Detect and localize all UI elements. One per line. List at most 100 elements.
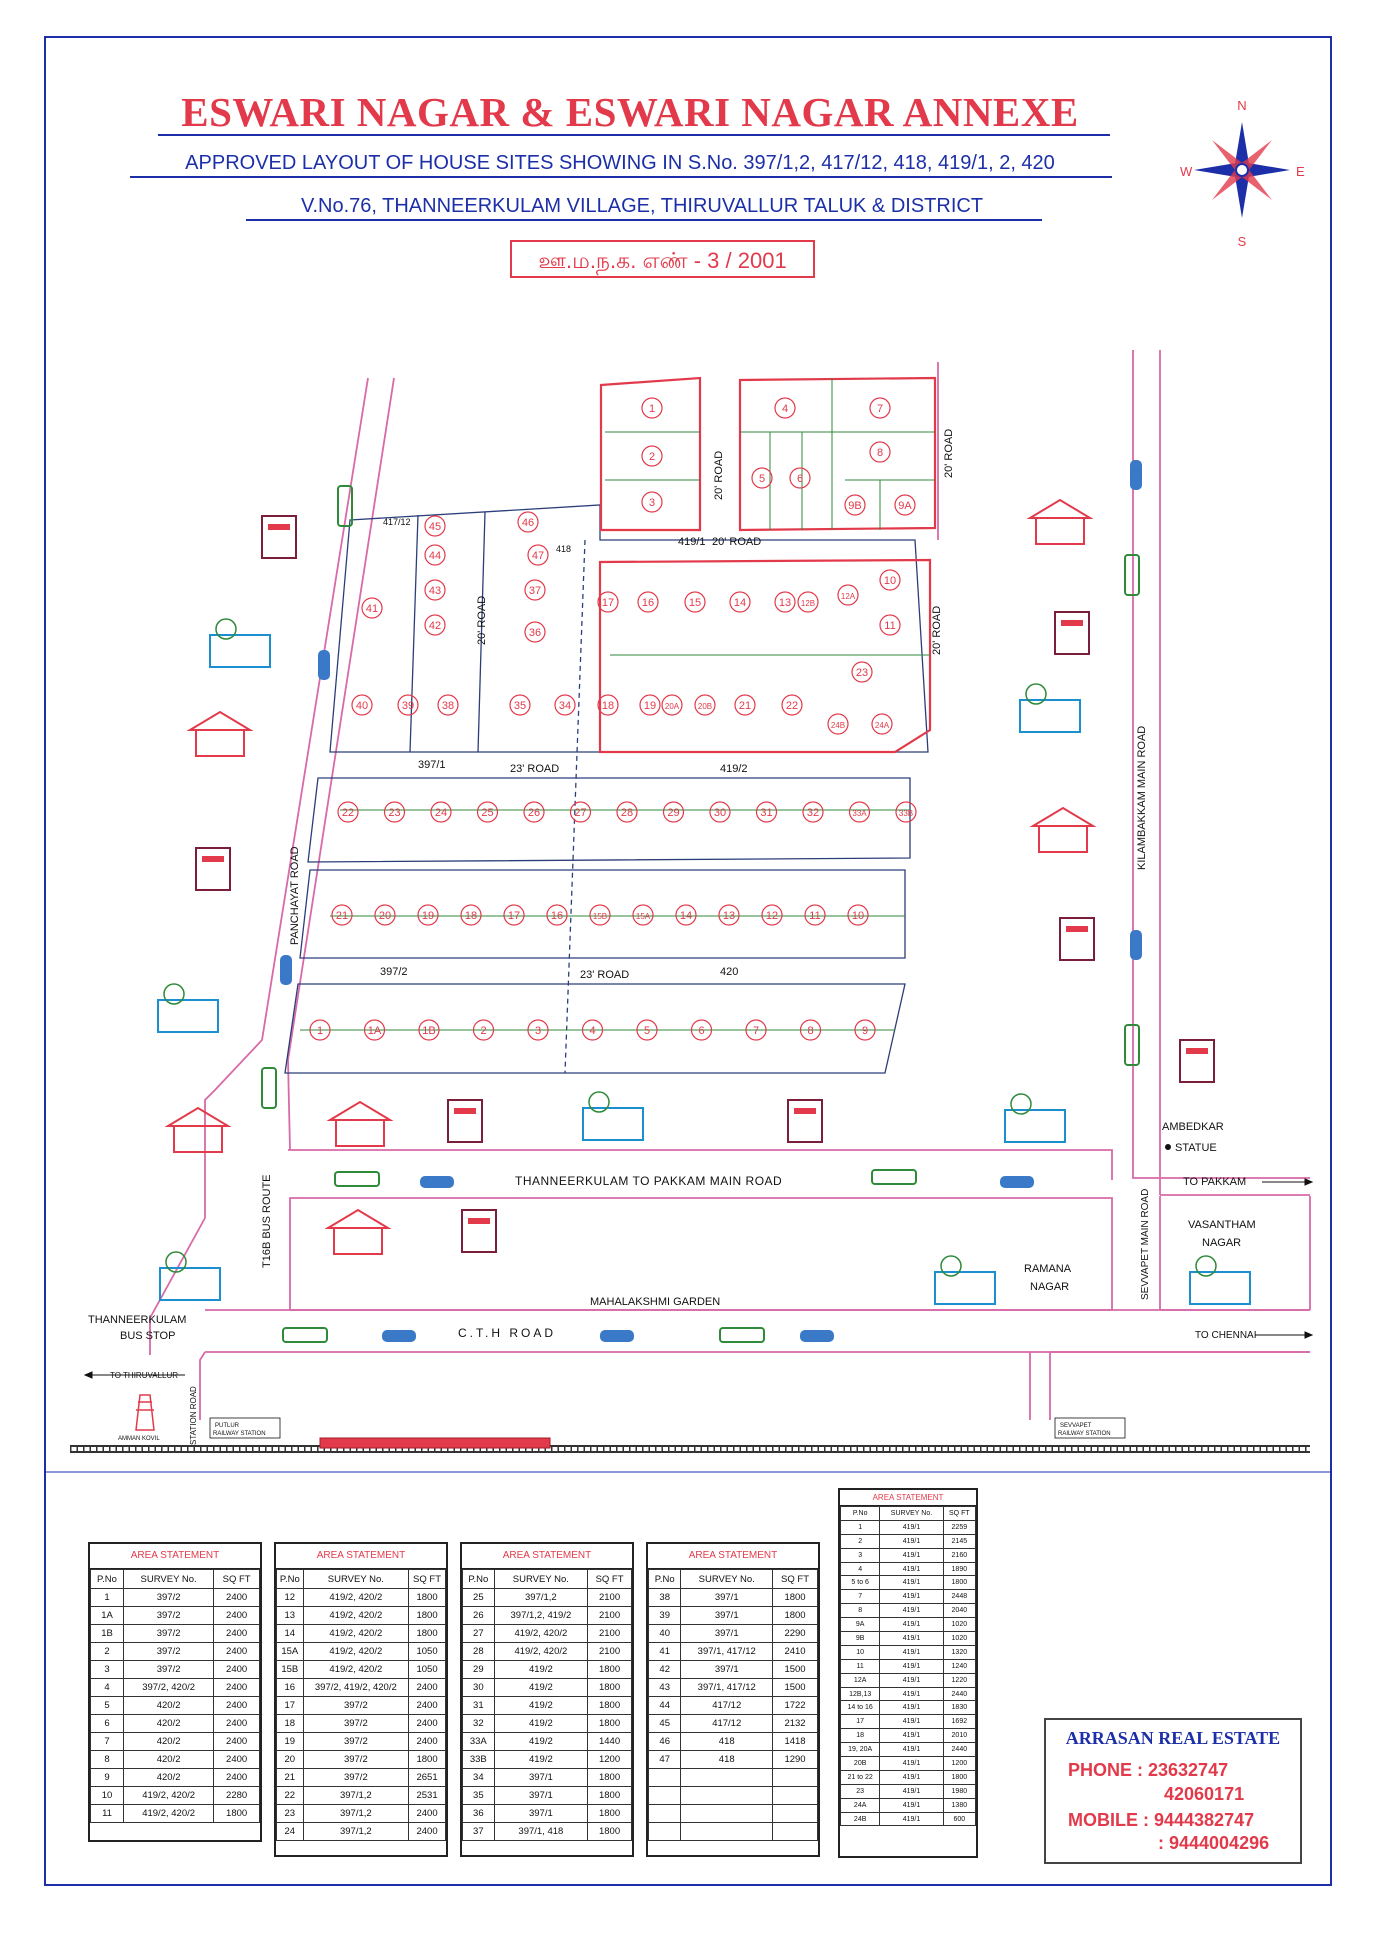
car-icon	[1000, 1176, 1034, 1188]
apartment-icon	[268, 524, 290, 530]
plot-number-circle	[509, 694, 531, 716]
plot-number-circle	[854, 1019, 876, 1041]
table-cell: 24	[276, 1822, 304, 1841]
table-cell: 6	[90, 1714, 124, 1733]
plot-number-circle	[476, 801, 499, 823]
table-cell: 1380	[942, 1797, 977, 1813]
table-cell: 419/2, 420/2	[302, 1660, 410, 1679]
table-header-cell: P.No	[276, 1569, 304, 1589]
table-cell: 2651	[408, 1768, 446, 1787]
agency-mobile-2: : 9444004296	[1158, 1833, 1270, 1853]
table-cell: 397/1,2, 419/2	[493, 1606, 589, 1625]
plot-number: 24	[435, 807, 447, 819]
road-label-kilambakkam: KILAMBAKKAM MAIN ROAD	[1136, 726, 1148, 870]
table-cell: 21	[276, 1768, 304, 1787]
table-cell: 397/2	[122, 1642, 215, 1661]
plot-number: 13	[779, 597, 791, 609]
plot-number-circle	[745, 1019, 767, 1041]
plot-number: 23	[856, 667, 868, 679]
plot-number: 17	[602, 597, 614, 609]
table-cell: 419/1	[879, 1728, 944, 1744]
table-cell: 20B	[839, 1756, 881, 1771]
table-cell: 42	[647, 1660, 682, 1679]
agency-mobile: MOBILE : 9444382747	[1068, 1810, 1255, 1830]
table-cell: 2280	[213, 1786, 260, 1805]
building-icon	[209, 634, 271, 668]
table-cell: 420/2	[122, 1714, 215, 1733]
tree-icon	[588, 1091, 610, 1113]
table-cell: 1800	[213, 1804, 260, 1823]
building-icon	[1019, 699, 1081, 733]
plot-number-circle	[589, 904, 611, 926]
table-cell	[772, 1822, 818, 1841]
table-cell: 397/1	[680, 1588, 774, 1607]
table-cell: 419/2, 420/2	[122, 1804, 215, 1823]
road-label-station: STATION ROAD	[189, 1386, 198, 1445]
table-cell: 2400	[213, 1750, 260, 1769]
plot-number: 17	[508, 910, 520, 922]
landmark-amman-kovil: AMMAN KOVIL	[118, 1436, 160, 1442]
table-cell: 13	[276, 1606, 304, 1625]
plot-number: 2	[649, 451, 655, 463]
plot-number-circle	[430, 801, 452, 823]
plot-number-circle	[684, 591, 706, 613]
plot-number-circle	[460, 904, 482, 926]
table-cell: 1800	[587, 1714, 632, 1733]
table-cell: 2440	[942, 1686, 977, 1702]
table-cell: 2400	[213, 1624, 260, 1643]
car-icon	[280, 955, 292, 985]
table-cell: 17	[839, 1714, 881, 1730]
house-icon	[326, 1100, 394, 1121]
table-cell: 419/1	[879, 1742, 944, 1758]
table-cell: 2040	[942, 1603, 977, 1619]
table-cell: 1020	[942, 1617, 977, 1633]
table-cell	[680, 1786, 774, 1805]
landmark-ramana: RAMANA	[1024, 1263, 1072, 1275]
plot-number-circle	[351, 694, 373, 716]
table-header-cell: SQ FT	[942, 1506, 977, 1521]
table-cell: 46	[647, 1732, 682, 1751]
table-cell: 3	[90, 1660, 124, 1679]
plot-number-circle	[636, 1019, 658, 1041]
plot-number: 31	[760, 807, 772, 819]
table-cell: 420/2	[122, 1696, 215, 1715]
table-cell: 419/1	[879, 1603, 944, 1619]
car-icon	[600, 1330, 634, 1342]
table-cell: 7	[90, 1732, 124, 1751]
table-cell: 1	[839, 1519, 881, 1535]
plot-number-circle	[527, 1019, 549, 1041]
table-cell: 397/1, 417/12	[680, 1678, 774, 1697]
table-cell: 1020	[942, 1631, 977, 1646]
plot-number-circle	[837, 584, 859, 606]
table-header-cell: SQ FT	[772, 1569, 818, 1589]
table-cell: 41	[647, 1642, 682, 1661]
layout-subtitle: APPROVED LAYOUT OF HOUSE SITES SHOWING I…	[185, 152, 1055, 174]
table-cell: 397/1	[680, 1606, 774, 1625]
table-cell: 397/2	[302, 1768, 410, 1787]
table-cell: 1200	[587, 1750, 632, 1769]
plot-number: 28	[621, 807, 633, 819]
plot-number-circle	[709, 801, 731, 823]
table-cell: 397/1,2	[302, 1804, 410, 1823]
plot-number: 13	[723, 910, 735, 922]
building-icon	[934, 1271, 996, 1305]
table-cell: 1220	[942, 1672, 977, 1688]
plot-number-circle	[734, 694, 756, 716]
table-cell: 26	[462, 1606, 495, 1625]
plot-number: 47	[532, 550, 544, 562]
plot-number: 3	[535, 1025, 541, 1037]
table-cell: 397/1,2	[493, 1588, 589, 1607]
apartment-icon	[1054, 611, 1090, 655]
table-cell: 1	[90, 1588, 124, 1607]
table-cell: 30	[462, 1678, 495, 1697]
plot-number: 24A	[875, 721, 890, 730]
